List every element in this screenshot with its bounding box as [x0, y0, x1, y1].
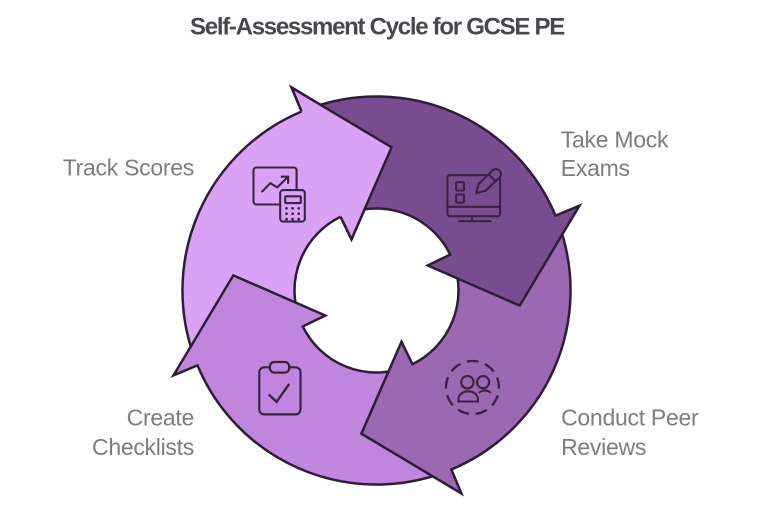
svg-text:Take Mock: Take Mock	[561, 127, 669, 153]
svg-text:Reviews: Reviews	[561, 434, 646, 460]
svg-text:Create: Create	[127, 405, 194, 431]
svg-text:Self-Assessment Cycle for GCSE: Self-Assessment Cycle for GCSE PE	[190, 14, 565, 41]
svg-text:Exams: Exams	[561, 155, 630, 181]
svg-text:Conduct Peer: Conduct Peer	[561, 405, 699, 431]
svg-text:Track Scores: Track Scores	[63, 155, 194, 181]
svg-text:Checklists: Checklists	[92, 434, 194, 460]
